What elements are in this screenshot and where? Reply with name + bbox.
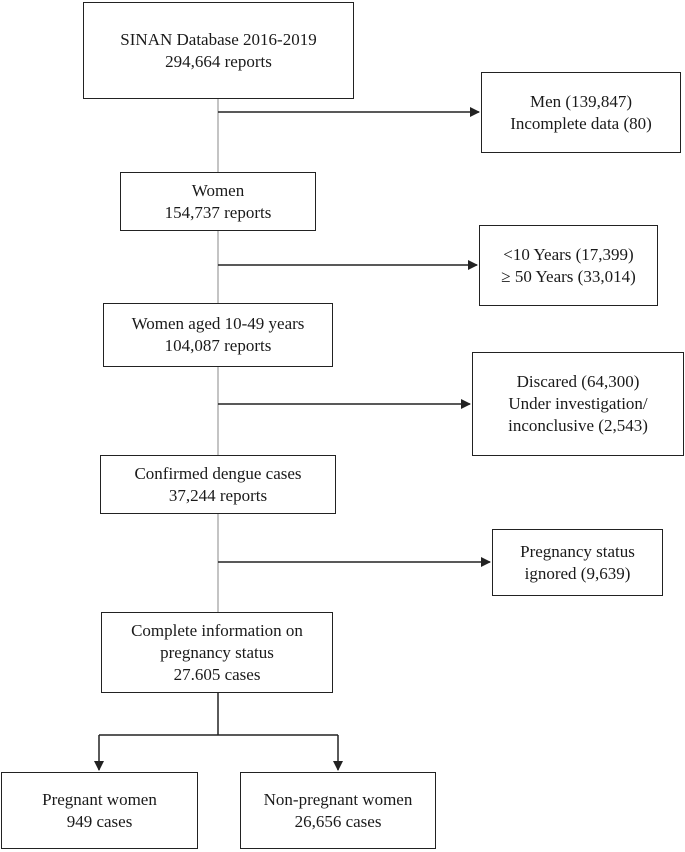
box-text: 26,656 cases [294, 811, 382, 831]
box-text: 27.605 cases [173, 664, 261, 684]
box-text: Men (139,847) [530, 91, 632, 111]
box-text: inconclusive (2,543) [508, 416, 648, 435]
box-text: Complete information on [131, 620, 303, 640]
box-women: Women 154,737 reports [120, 172, 316, 231]
box-text: ≥ 50 Years (33,014) [501, 266, 636, 286]
box-excluded-age: <10 Years (17,399) ≥ 50 Years (33,014) [479, 225, 658, 306]
box-text: Women aged 10-49 years [131, 314, 305, 333]
box-excluded-men: Men (139,847) Incomplete data (80) [481, 72, 681, 153]
box-excluded-pregnancy-ignored: Pregnancy status ignored (9,639) [492, 529, 663, 596]
box-text: 37,244 reports [168, 485, 268, 505]
box-text: SINAN Database 2016-2019 [120, 29, 317, 49]
box-text: 104,087 reports [164, 336, 272, 355]
box-excluded-discarded: Discared (64,300) Under investigation/ i… [472, 352, 684, 456]
box-text: 294,664 reports [165, 51, 272, 71]
box-confirmed-dengue: Confirmed dengue cases 37,244 reports [100, 455, 336, 514]
box-text: Pregnant women [42, 789, 157, 809]
box-text: ignored (9,639) [524, 563, 631, 583]
box-text: 154,737 reports [164, 202, 272, 222]
box-text: Women [191, 180, 245, 200]
box-text: Discared (64,300) [516, 372, 640, 391]
box-text: Incomplete data (80) [510, 113, 652, 133]
box-non-pregnant-women: Non-pregnant women 26,656 cases [240, 772, 436, 849]
box-text: pregnancy status [160, 642, 274, 662]
box-text: <10 Years (17,399) [503, 244, 634, 264]
box-text: Confirmed dengue cases [134, 463, 302, 483]
box-complete-pregnancy-info: Complete information on pregnancy status… [101, 612, 333, 693]
box-text: 949 cases [66, 811, 133, 831]
box-pregnant-women: Pregnant women 949 cases [1, 772, 198, 849]
box-text: Non-pregnant women [263, 789, 413, 809]
box-sinan-database: SINAN Database 2016-2019 294,664 reports [83, 2, 354, 99]
box-women-aged-10-49: Women aged 10-49 years 104,087 reports [103, 303, 333, 367]
box-text: Under investigation/ [508, 394, 648, 413]
box-text: Pregnancy status [520, 541, 635, 561]
